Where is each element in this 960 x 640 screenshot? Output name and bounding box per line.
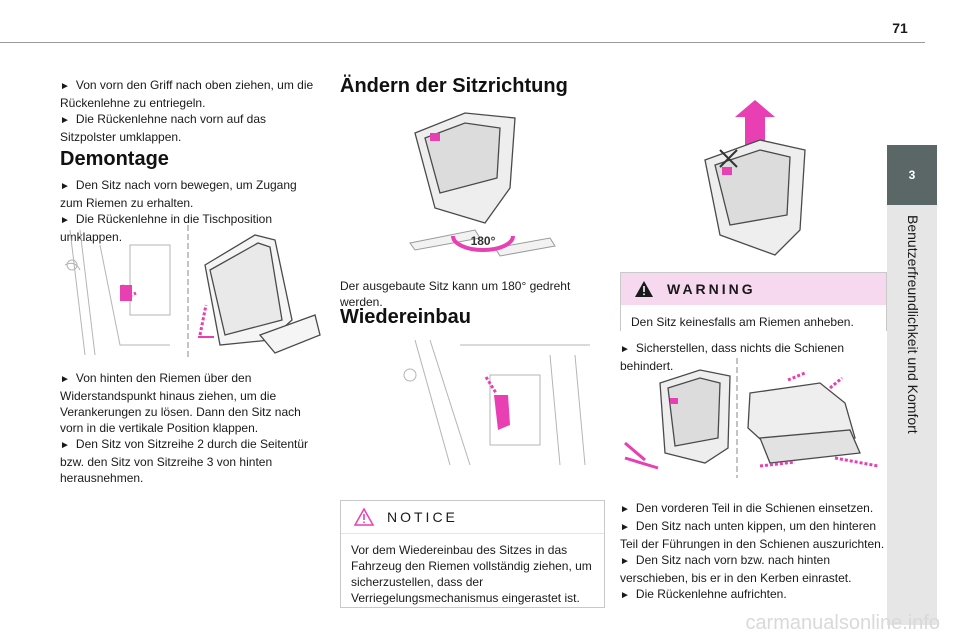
install-step-3: ►Den Sitz nach vorn bzw. nach hinten ver… [620, 553, 852, 585]
notice-text: Vor dem Wiedereinbau des Sitzes in das F… [351, 543, 592, 605]
triangle-right-icon: ► [60, 181, 70, 192]
intro-step-2: ►Die Rückenlehne nach vorn auf das Sitzp… [60, 112, 267, 144]
warning-triangle-filled-icon [635, 281, 653, 297]
lift-illustration [695, 95, 815, 260]
watermark: carmanualsonline.info [745, 612, 940, 634]
triangle-right-icon: ► [620, 590, 630, 601]
install-step-2: ►Den Sitz nach unten kippen, um den hint… [620, 519, 885, 551]
chapter-title: Benutzerfreundlichkeit und Komfort [905, 215, 921, 434]
triangle-right-icon: ► [620, 344, 630, 355]
notice-label: NOTICE [387, 509, 458, 525]
rotation-caption: Der ausgebaute Sitz kann um 180° gedreht… [340, 279, 571, 309]
intro-step-1: ►Von vorn den Griff nach oben ziehen, um… [60, 78, 314, 110]
triangle-right-icon: ► [620, 504, 630, 515]
demontage-step-4: ►Den Sitz von Sitzreihe 2 durch die Seit… [60, 437, 309, 485]
triangle-right-icon: ► [60, 81, 70, 92]
notice-box: NOTICE Vor dem Wiedereinbau des Sitzes i… [340, 500, 605, 608]
rotation-illustration: 180° [405, 108, 565, 268]
wiedereinbau-heading: Wiedereinbau [340, 306, 471, 328]
check-step: ►Sicherstellen, dass nichts die Schienen… [620, 341, 845, 373]
triangle-right-icon: ► [60, 215, 70, 226]
triangle-right-icon: ► [620, 522, 630, 533]
install-step-1: ►Den vorderen Teil in die Schienen einse… [620, 500, 885, 518]
triangle-right-icon: ► [60, 440, 70, 451]
demontage-heading: Demontage [60, 148, 169, 170]
warning-label: WARNING [667, 281, 756, 297]
warning-text: Den Sitz keinesfalls am Riemen anheben. [621, 306, 886, 338]
page-number: 71 [892, 20, 908, 36]
install-illustration [620, 358, 885, 478]
wiedereinbau-illustration [400, 335, 605, 475]
demontage-illustration [60, 225, 322, 360]
triangle-right-icon: ► [60, 115, 70, 126]
aendern-heading: Ändern der Sitzrichtung [340, 75, 568, 97]
install-step-4: ►Die Rückenlehne aufrichten. [620, 586, 885, 604]
triangle-right-icon: ► [60, 374, 70, 385]
triangle-right-icon: ► [620, 556, 630, 567]
chapter-tab[interactable] [887, 145, 937, 205]
chapter-title-tab [887, 205, 937, 625]
warning-box: WARNING Den Sitz keinesfalls am Riemen a… [620, 272, 887, 338]
chapter-number: 3 [908, 168, 916, 182]
warning-triangle-outline-icon [353, 507, 375, 526]
rotation-label: 180° [471, 234, 496, 248]
demontage-step-1: ►Den Sitz nach vorn bewegen, um Zugang z… [60, 178, 297, 210]
demontage-step-3: ►Von hinten den Riemen über den Widersta… [60, 371, 301, 435]
demontage-step-2: ►Die Rückenlehne in die Tischposition um… [60, 212, 273, 244]
header-rule [0, 42, 925, 43]
